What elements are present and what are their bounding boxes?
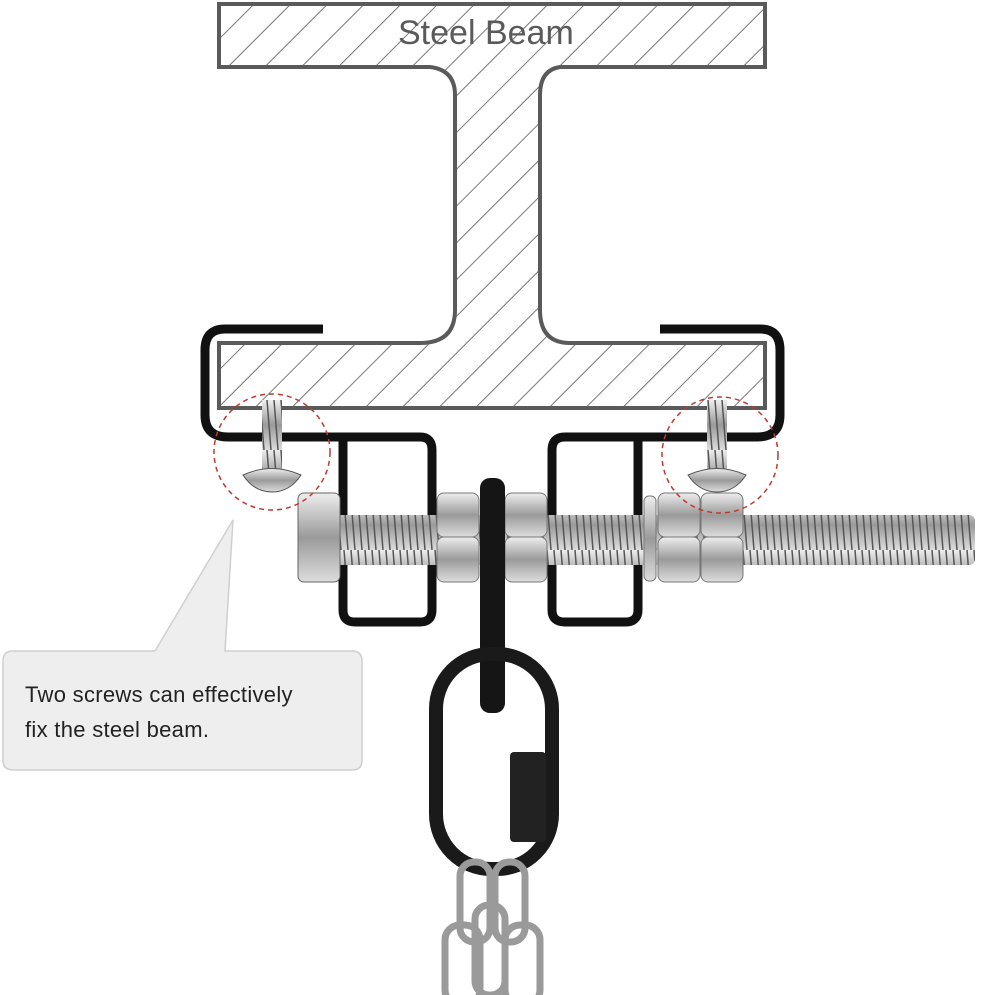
hanging-plate bbox=[480, 478, 505, 713]
screw-right bbox=[687, 400, 747, 493]
hex-bolt-head bbox=[297, 492, 341, 583]
callout-line-1: Two screws can effectively bbox=[25, 682, 293, 707]
steel-beam-label: Steel Beam bbox=[398, 14, 574, 52]
callout-line-2: fix the steel beam. bbox=[25, 717, 210, 742]
callout-text: Two screws can effectively fix the steel… bbox=[25, 677, 293, 747]
nuts bbox=[436, 492, 744, 583]
highlight-circle-right bbox=[661, 396, 779, 514]
chain bbox=[441, 858, 544, 995]
clamp-bracket bbox=[200, 324, 785, 627]
steel-beam bbox=[217, 2, 767, 410]
callout-bubble bbox=[2, 519, 363, 771]
screw-left bbox=[242, 400, 302, 493]
highlight-circle-left bbox=[213, 393, 331, 511]
